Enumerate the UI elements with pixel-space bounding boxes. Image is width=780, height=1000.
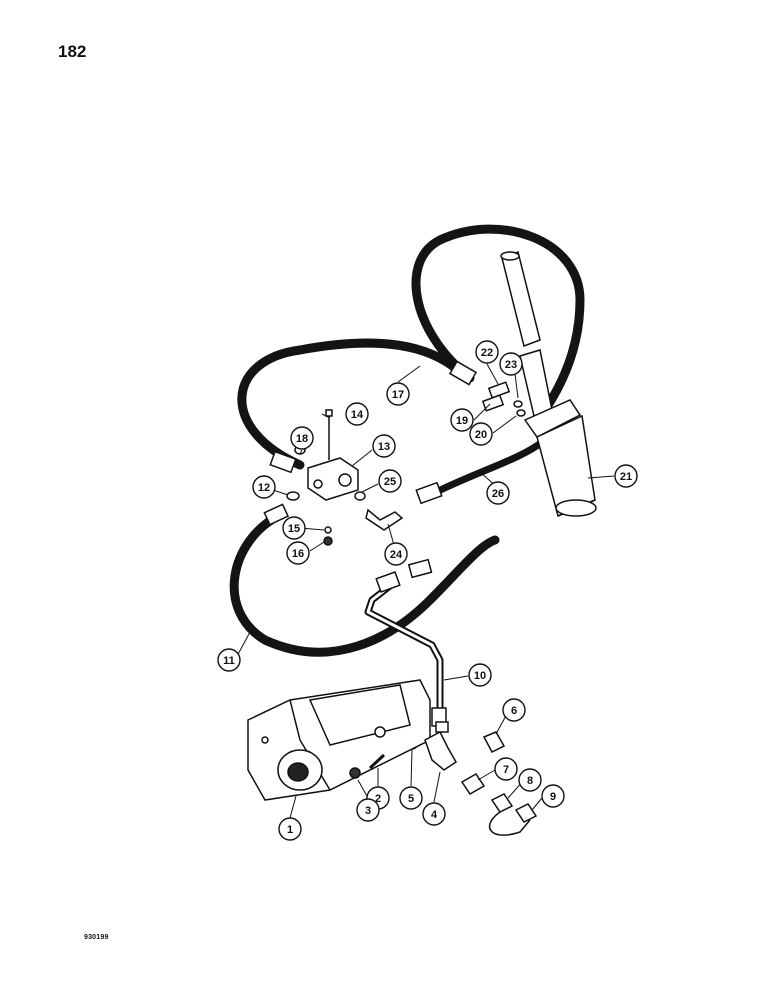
callout-7: 7: [494, 757, 518, 781]
hose-upper-loop: [411, 224, 585, 425]
callout-24: 24: [384, 542, 408, 566]
callout-1: 1: [278, 817, 302, 841]
callout-9: 9: [541, 784, 565, 808]
callout-label: 10: [474, 670, 486, 682]
callout-label: 4: [431, 809, 438, 821]
callout-label: 3: [365, 805, 371, 817]
elbow-fitting-4: [424, 721, 457, 771]
callout-21: 21: [614, 464, 638, 488]
hose-26: [426, 436, 549, 499]
tube-10: [364, 579, 447, 727]
callout-14: 14: [345, 402, 369, 426]
callout-label: 25: [384, 476, 396, 488]
callout-12: 12: [252, 475, 276, 499]
callout-label: 24: [390, 549, 403, 561]
hose-11: [229, 510, 500, 657]
callout-label: 2: [375, 793, 381, 805]
callout-label: 7: [503, 764, 509, 776]
callout-label: 6: [511, 705, 517, 717]
callout-15: 15: [282, 516, 306, 540]
callout-8: 8: [518, 768, 542, 792]
callout-label: 13: [378, 441, 390, 453]
callout-label: 26: [492, 488, 504, 500]
callout-label: 23: [505, 359, 517, 371]
tee-fitting-24: [365, 508, 404, 531]
plugs-15-16: [323, 526, 333, 546]
callout-6: 6: [502, 698, 526, 722]
callouts: 1 2 3 4 5 6 7 8 9 10 11 12 13 14 15 16 1…: [217, 340, 638, 841]
tee-block-13: [307, 409, 359, 501]
figure-code: 930199: [84, 934, 109, 941]
callout-label: 20: [475, 429, 487, 441]
callout-25: 25: [378, 469, 402, 493]
callout-label: 5: [408, 793, 414, 805]
coupler-7: [460, 773, 486, 795]
callout-5: 5: [399, 786, 423, 810]
page-number: 182: [58, 42, 87, 61]
callout-17: 17: [386, 382, 410, 406]
hose-17: [237, 338, 465, 470]
callout-label: 12: [258, 482, 270, 494]
callout-label: 21: [620, 471, 632, 483]
callout-16: 16: [286, 541, 310, 565]
callout-22: 22: [475, 340, 499, 364]
coupler-8-9: [488, 793, 538, 836]
callout-label: 8: [527, 775, 533, 787]
callout-18: 18: [290, 426, 314, 450]
callout-20: 20: [469, 422, 493, 446]
callout-10: 10: [468, 663, 492, 687]
callout-19: 19: [450, 408, 474, 432]
plug-6: [482, 731, 506, 753]
hose-end-fittings: [263, 360, 478, 593]
callout-label: 15: [288, 523, 300, 535]
callout-label: 11: [223, 655, 235, 667]
callout-label: 9: [550, 791, 556, 803]
callout-11: 11: [217, 648, 241, 672]
adapters-19-22: [481, 381, 511, 412]
callout-3: 3: [356, 798, 380, 822]
callout-4: 4: [422, 802, 446, 826]
cylinder-21: [500, 251, 597, 518]
callout-label: 16: [292, 548, 304, 560]
gear-pump-1: [247, 679, 431, 801]
callout-label: 17: [392, 389, 404, 401]
callout-label: 14: [351, 409, 364, 421]
callout-26: 26: [486, 481, 510, 505]
callout-label: 18: [296, 433, 308, 445]
callout-label: 19: [456, 415, 468, 427]
callout-label: 1: [287, 824, 293, 836]
callout-label: 22: [481, 347, 493, 359]
callout-13: 13: [372, 434, 396, 458]
callout-23: 23: [499, 352, 523, 376]
